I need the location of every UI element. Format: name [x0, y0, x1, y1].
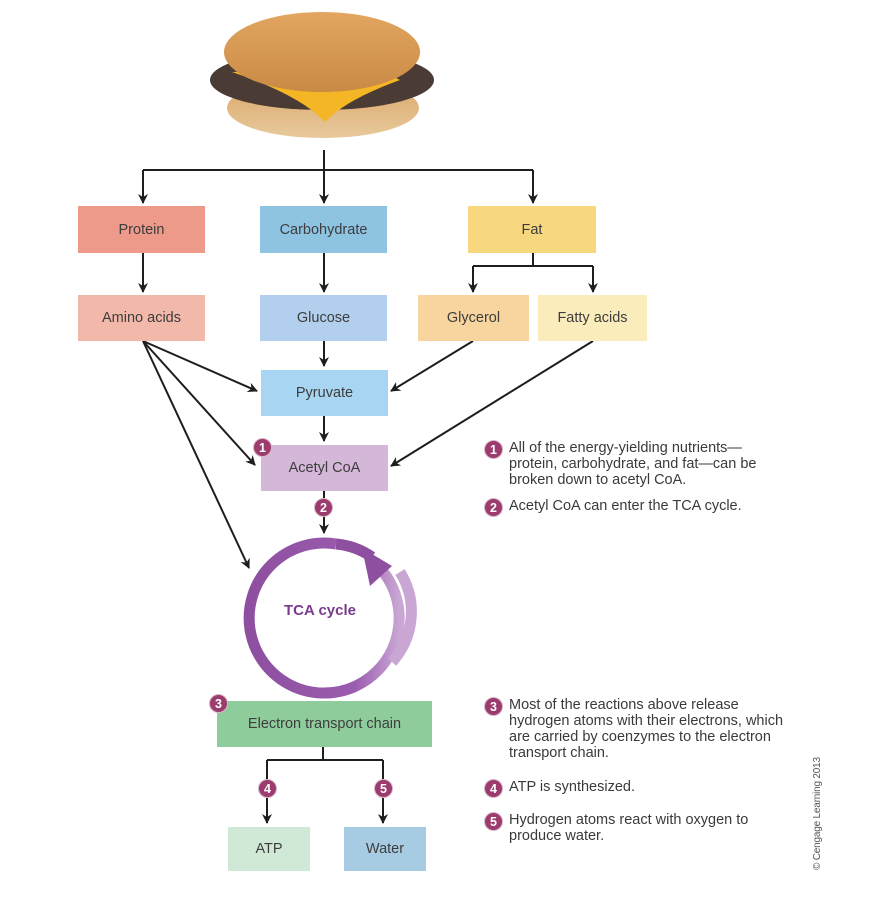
- fat-box: Fat: [468, 206, 596, 253]
- fatty-acids-label: Fatty acids: [557, 310, 628, 326]
- step-badge-2: 2: [314, 498, 333, 517]
- note-4: 4 ATP is synthesized.: [484, 779, 804, 798]
- fat-label: Fat: [521, 221, 543, 238]
- atp-label: ATP: [255, 841, 283, 857]
- step-badge-5: 5: [374, 779, 393, 798]
- note-1: 1 All of the energy-yielding nutrients—p…: [484, 440, 804, 488]
- glycerol-box: Glycerol: [418, 295, 529, 341]
- note-text-2: Acetyl CoA can enter the TCA cycle.: [509, 498, 742, 514]
- acetyl-coa-label: Acetyl CoA: [288, 460, 361, 476]
- note-badge-4: 4: [484, 779, 503, 798]
- note-5: 5 Hydrogen atoms react with oxygen to pr…: [484, 812, 804, 844]
- water-label: Water: [365, 841, 405, 857]
- note-badge-3: 3: [484, 697, 503, 716]
- tca-arrowhead-icon: [362, 548, 392, 586]
- note-text-5: Hydrogen atoms react with oxygen to prod…: [509, 812, 749, 844]
- carbohydrate-box: Carbohydrate: [260, 206, 387, 253]
- step-badge-3: 3: [209, 694, 228, 713]
- glucose-label: Glucose: [296, 310, 351, 326]
- note-2: 2 Acetyl CoA can enter the TCA cycle.: [484, 498, 804, 517]
- amino-acids-box: Amino acids: [78, 295, 205, 341]
- food-split-lines: [138, 150, 598, 824]
- electron-transport-chain-box: Electron transport chain: [217, 701, 432, 747]
- fatty-acids-box: Fatty acids: [538, 295, 647, 341]
- carbohydrate-label: Carbohydrate: [279, 221, 368, 238]
- atp-box: ATP: [228, 827, 310, 871]
- step-badge-4: 4: [258, 779, 277, 798]
- step-badge-1: 1: [253, 438, 272, 457]
- note-text-1: All of the energy-yielding nutrients—pro…: [509, 440, 757, 488]
- copyright-notice: © Cengage Learning 2013: [812, 757, 823, 870]
- protein-label: Protein: [118, 221, 165, 238]
- note-text-3: Most of the reactions above release hydr…: [509, 697, 784, 761]
- pyruvate-box: Pyruvate: [261, 370, 388, 416]
- cheeseburger-icon: [210, 12, 434, 138]
- protein-box: Protein: [78, 206, 205, 253]
- pyruvate-label: Pyruvate: [295, 385, 354, 401]
- acetyl-coa-box: Acetyl CoA: [261, 445, 388, 491]
- glucose-box: Glucose: [260, 295, 387, 341]
- note-badge-2: 2: [484, 498, 503, 517]
- tca-cycle-ring: [243, 537, 417, 699]
- note-text-4: ATP is synthesized.: [509, 779, 635, 795]
- tca-cycle-label: TCA cycle: [284, 602, 356, 619]
- note-badge-5: 5: [484, 812, 503, 831]
- etc-label: Electron transport chain: [247, 716, 402, 732]
- amino-acids-label: Amino acids: [102, 310, 181, 326]
- note-3: 3 Most of the reactions above release hy…: [484, 697, 804, 761]
- glycerol-label: Glycerol: [446, 310, 501, 326]
- water-box: Water: [344, 827, 426, 871]
- note-badge-1: 1: [484, 440, 503, 459]
